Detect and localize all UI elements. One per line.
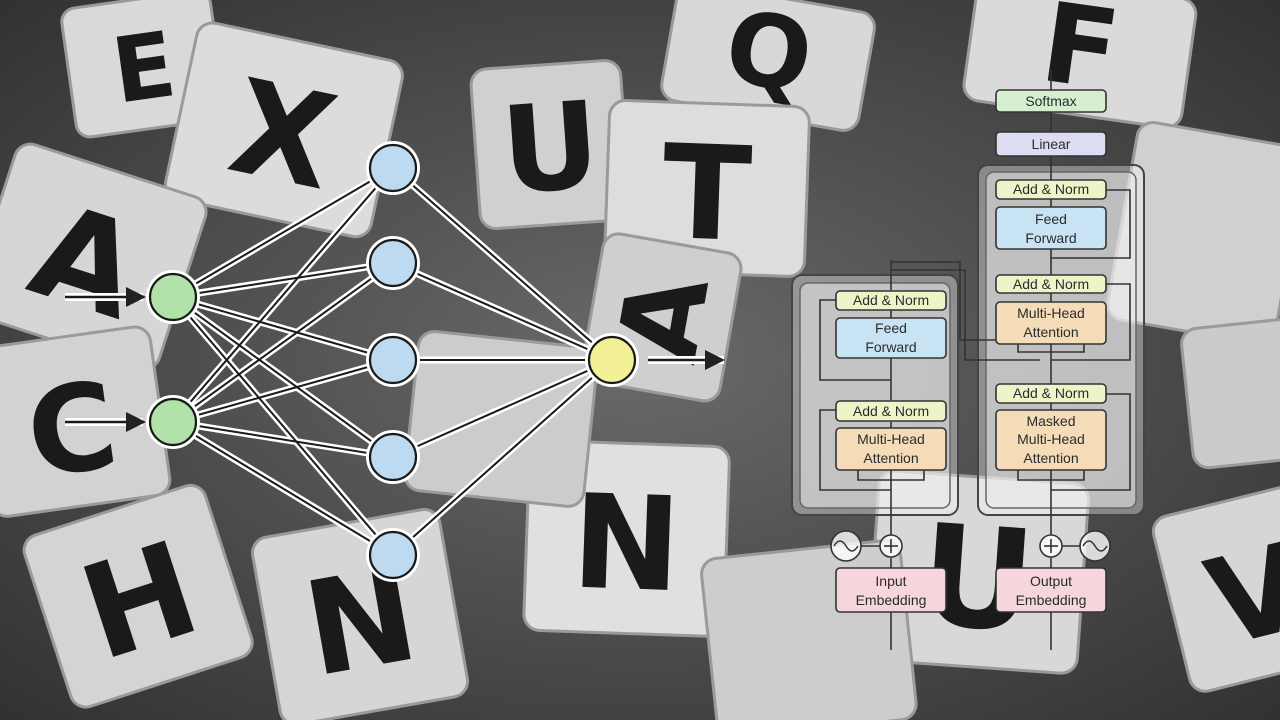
tile: N bbox=[522, 439, 731, 638]
decoder-mmha-line3: Attention bbox=[1023, 450, 1078, 466]
nn-edge bbox=[172, 296, 394, 458]
decoder-add-norm-3 bbox=[995, 383, 1107, 404]
encoder-add-norm-top bbox=[835, 290, 947, 311]
encoder-ff-line2: Forward bbox=[865, 339, 916, 355]
tile bbox=[1180, 317, 1280, 470]
output-embedding-line2: Embedding bbox=[1016, 592, 1087, 608]
decoder-add-norm-1 bbox=[995, 179, 1107, 200]
decoder-feed-forward bbox=[995, 206, 1107, 250]
decoder-add-norm-3-label: Add & Norm bbox=[1013, 385, 1089, 401]
decoder-add-norm-2-label: Add & Norm bbox=[1013, 276, 1089, 292]
nn-hidden-node bbox=[368, 335, 418, 385]
decoder-ff-line1: Feed bbox=[1035, 211, 1067, 227]
nn-edge bbox=[172, 296, 394, 361]
nn-edge bbox=[172, 421, 394, 556]
decoder-add-norm-2 bbox=[995, 274, 1107, 294]
tile: V bbox=[1151, 480, 1280, 693]
decoder-multi-head-attention bbox=[995, 301, 1107, 345]
tile-letter: N bbox=[569, 466, 683, 622]
nn-edge bbox=[172, 296, 394, 556]
encoder-mha-line1: Multi-Head bbox=[857, 431, 925, 447]
encoder-ff-line1: Feed bbox=[875, 320, 907, 336]
decoder-mmha-line2: Multi-Head bbox=[1017, 431, 1085, 447]
nn-edge bbox=[172, 421, 394, 458]
encoder-positional-encoding bbox=[830, 530, 903, 562]
output-embedding-line1: Output bbox=[1030, 573, 1072, 589]
encoder-block bbox=[799, 282, 951, 509]
encoder-mha-line2: Attention bbox=[863, 450, 918, 466]
transformer-connections bbox=[819, 70, 1131, 650]
nn-edge bbox=[392, 262, 613, 361]
decoder-mmha-line1: Masked bbox=[1026, 413, 1075, 429]
tile: X bbox=[164, 21, 404, 239]
tile: Q bbox=[660, 0, 876, 132]
nn-output-node bbox=[587, 335, 637, 385]
decoder-mha-line1: Multi-Head bbox=[1017, 305, 1085, 321]
linear-label: Linear bbox=[1032, 136, 1071, 152]
tile-letter: E bbox=[106, 12, 181, 125]
input-embedding-line2: Embedding bbox=[856, 592, 927, 608]
tile-letter: U bbox=[497, 76, 604, 221]
linear-box bbox=[995, 131, 1107, 157]
decoder-positional-encoding bbox=[1039, 530, 1111, 562]
nn-edge bbox=[172, 262, 394, 423]
decoder-masked-attention bbox=[995, 409, 1107, 471]
softmax-label: Softmax bbox=[1025, 93, 1076, 109]
softmax-box bbox=[995, 89, 1107, 113]
nn-hidden-node bbox=[368, 432, 418, 482]
tile-letter: Q bbox=[717, 0, 821, 117]
neural-network-diagram bbox=[65, 141, 725, 582]
tile bbox=[700, 539, 918, 720]
decoder-add-norm-1-label: Add & Norm bbox=[1013, 181, 1089, 197]
nn-hidden-node bbox=[368, 143, 418, 193]
decoder-ff-line2: Forward bbox=[1025, 230, 1076, 246]
nn-edge bbox=[172, 167, 394, 423]
encoder-add-norm-bottom-label: Add & Norm bbox=[853, 403, 929, 419]
nn-edge bbox=[172, 359, 394, 423]
nn-input-node bbox=[148, 272, 198, 322]
transformer-diagram: Softmax Linear Add & Norm Feed Forward A… bbox=[791, 70, 1145, 650]
input-embedding-box bbox=[835, 567, 947, 613]
nn-edge bbox=[172, 262, 394, 298]
encoder-add-norm-bottom bbox=[835, 400, 947, 422]
encoder-add-norm-top-label: Add & Norm bbox=[853, 292, 929, 308]
nn-hidden-node bbox=[368, 238, 418, 288]
nn-edge bbox=[172, 167, 394, 298]
encoder-feed-forward bbox=[835, 317, 947, 359]
nn-edge bbox=[392, 359, 613, 458]
decoder-mha-line2: Attention bbox=[1023, 324, 1078, 340]
tile: H bbox=[22, 483, 254, 709]
nn-edge bbox=[392, 359, 613, 556]
nn-input-node bbox=[148, 397, 198, 447]
encoder-multi-head-attention bbox=[835, 427, 947, 471]
tile: U bbox=[469, 59, 632, 231]
input-embedding-line1: Input bbox=[875, 573, 906, 589]
tile bbox=[403, 330, 599, 508]
nn-hidden-node bbox=[368, 530, 418, 580]
nn-edge bbox=[392, 167, 613, 361]
tile-letter: C bbox=[19, 356, 126, 506]
output-embedding-box bbox=[995, 567, 1107, 613]
